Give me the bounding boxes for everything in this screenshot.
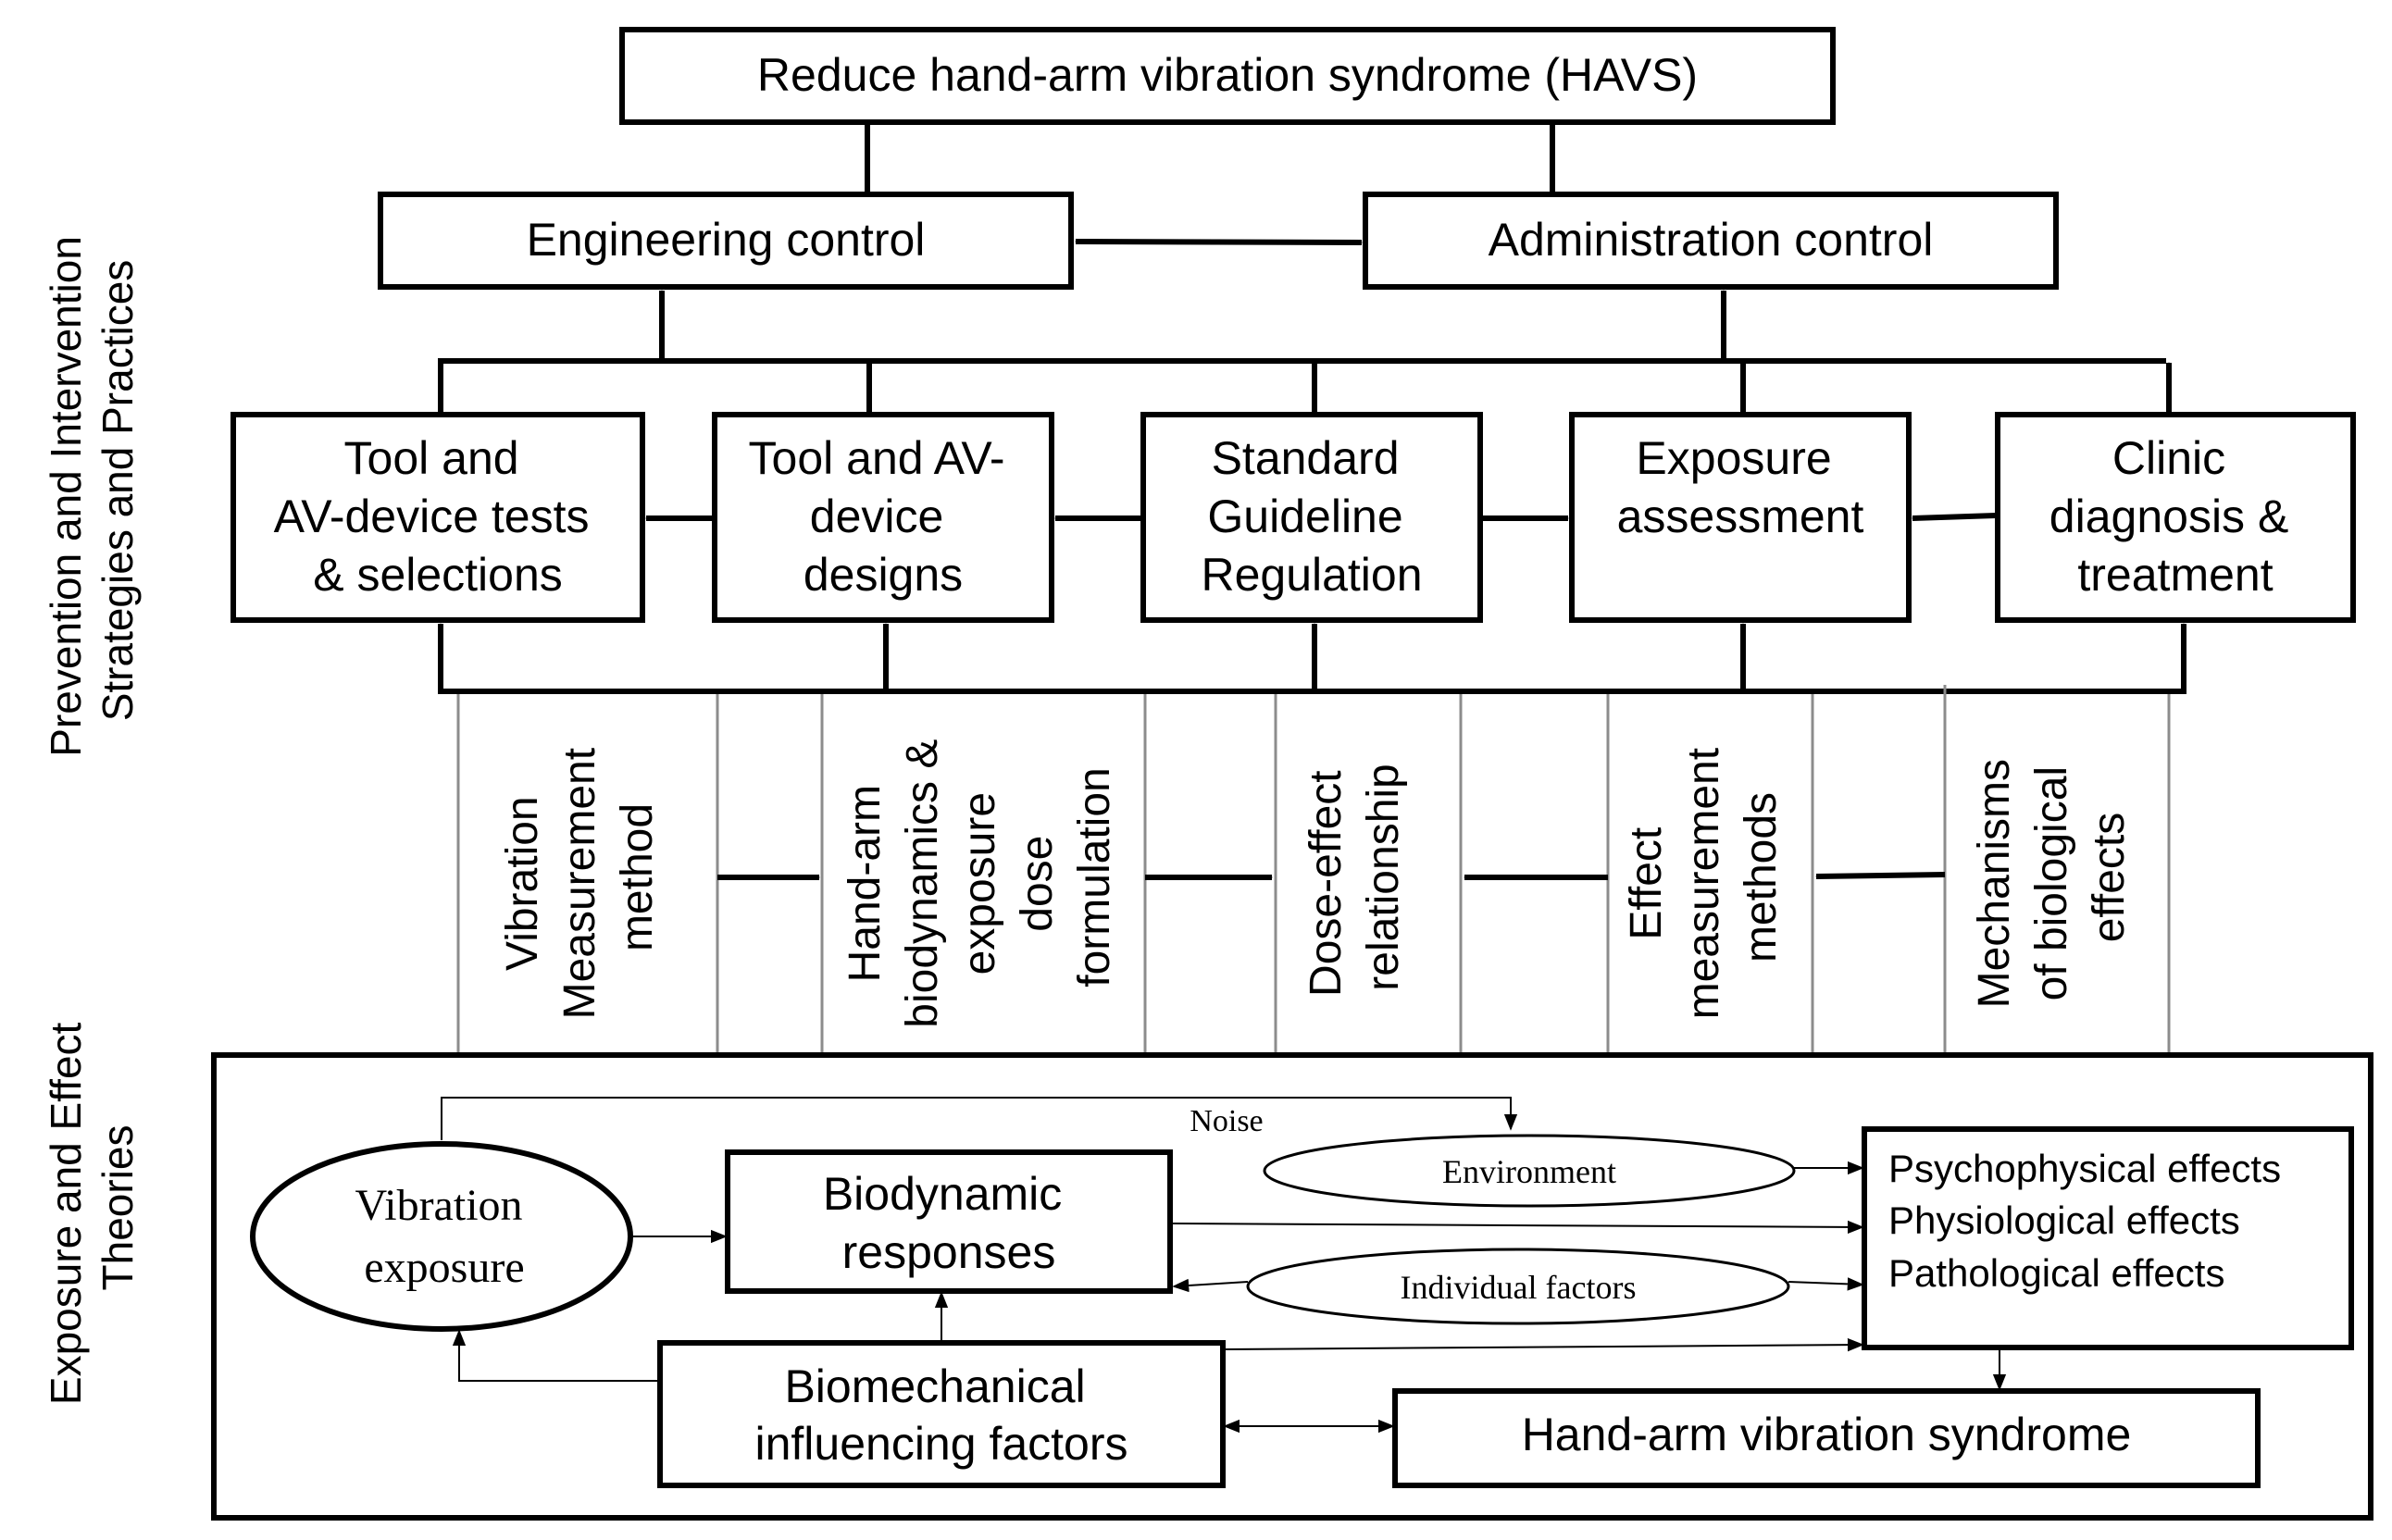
administration-control-box: [1363, 192, 2059, 290]
effects-box: [1862, 1126, 2354, 1350]
practice-box-designs: [712, 412, 1054, 623]
theory-label-mechanisms: Mechanisms of biological effects: [1970, 747, 2134, 1009]
practice-label-exposure-assessment: Exposure assessment: [1617, 432, 1864, 542]
individual-factors-label: Individual factors: [1401, 1269, 1637, 1306]
goal-label: Reduce hand-arm vibration syndrome (HAVS…: [757, 49, 1698, 101]
connector-biomechanical-to-exposure: [452, 1329, 658, 1382]
administration-control-label: Administration control: [1489, 214, 1934, 266]
side-label-prevention: Prevention and Intervention Strategies a…: [42, 224, 142, 756]
biomechanical-factors-box: [657, 1340, 1226, 1488]
environment-label: Environment: [1442, 1153, 1616, 1190]
practice-label-tests: Tool and AV-device tests & selections: [274, 432, 603, 601]
engineering-control-box: [378, 192, 1074, 290]
effects-label: Psychophysical effects Physiological eff…: [1888, 1147, 2292, 1295]
practice-box-standard: [1140, 412, 1483, 623]
havs-label: Hand-arm vibration syndrome: [1522, 1409, 2132, 1460]
connector-noise: [441, 1097, 1518, 1140]
havs-box: [1392, 1388, 2261, 1488]
theory-label-effect-measurement: Effect measurement methods: [1622, 736, 1786, 1020]
theory-label-biodynamics-dose: Hand-arm biodynamics & exposure dose for…: [841, 727, 1119, 1027]
practice-box-tests: [230, 412, 645, 623]
connector-biomechanical-to-effects: [1224, 1337, 1864, 1352]
biomechanical-factors-label: Biomechanical influencing factors: [754, 1360, 1127, 1470]
biodynamic-responses-label: Biodynamic responses: [823, 1168, 1075, 1278]
environment-node: [1263, 1134, 1796, 1208]
arrow-mechanisms-to-effect: [1816, 872, 1946, 879]
practice-box-exposure-assessment: [1569, 412, 1912, 623]
noise-label: Noise: [1190, 1104, 1263, 1138]
arrow-clinic-to-exposure: [1912, 513, 1997, 521]
connector-individual-to-biodynamic: [1172, 1278, 1249, 1293]
vibration-exposure-node: [250, 1141, 633, 1332]
biodynamic-responses-box: [725, 1149, 1173, 1294]
engineering-control-label: Engineering control: [527, 214, 926, 266]
practice-label-clinic: Clinic diagnosis & treatment: [2049, 432, 2301, 601]
connector-biodynamic-to-effects: [1171, 1220, 1864, 1235]
connector-individual-to-effects: [1788, 1277, 1864, 1291]
practice-box-clinic: [1995, 412, 2356, 623]
practice-label-designs: Tool and AV- device designs: [749, 432, 1018, 601]
side-label-exposure: Exposure and Effect Theories: [42, 1011, 142, 1405]
theory-label-vibration-measurement: Vibration Measurement method: [498, 736, 662, 1020]
practice-label-standard: Standard Guideline Regulation: [1201, 432, 1422, 601]
theory-label-dose-effect: Dose-effect relationship: [1302, 758, 1408, 997]
goal-box: [619, 27, 1836, 125]
vibration-exposure-label: Vibration exposure: [355, 1181, 533, 1292]
individual-factors-node: [1246, 1248, 1790, 1325]
